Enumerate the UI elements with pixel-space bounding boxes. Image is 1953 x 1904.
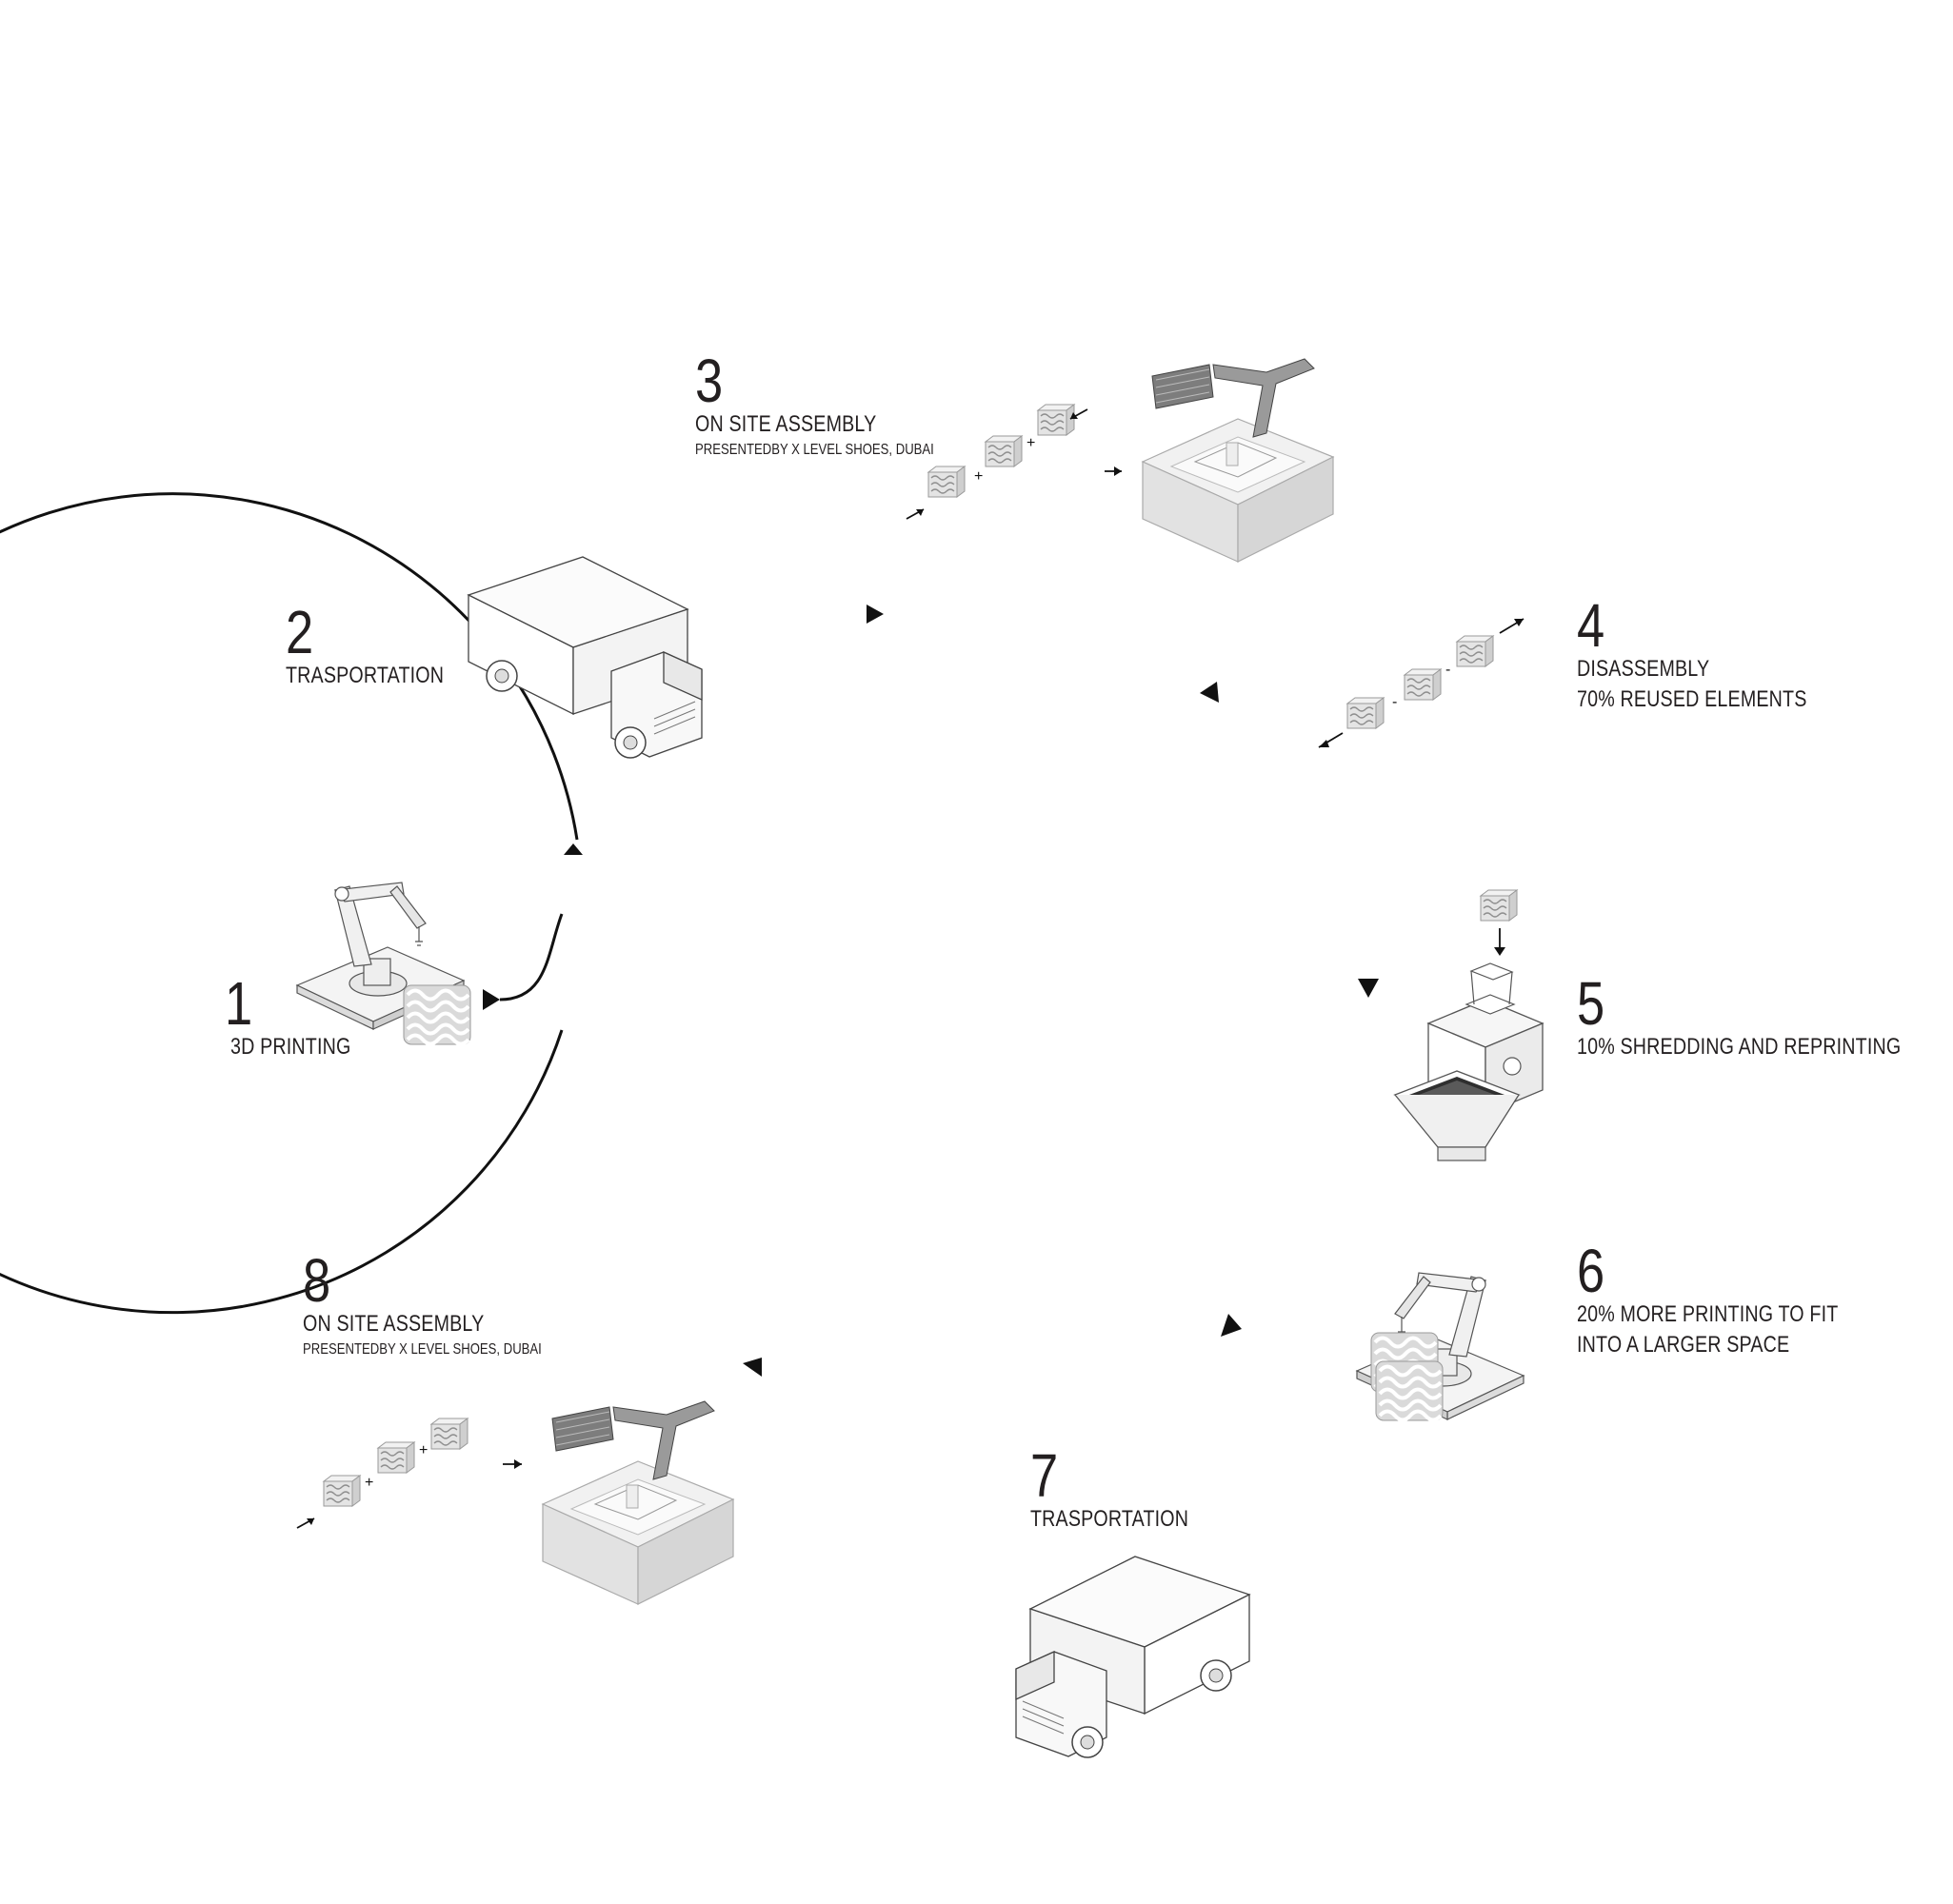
arrow-icon [1114, 466, 1122, 476]
module-icon [927, 466, 966, 498]
module-icon [1480, 889, 1518, 922]
step-number: 6 [1577, 1237, 1605, 1305]
plus-operator: + [365, 1475, 373, 1491]
step-number: 7 [1030, 1441, 1059, 1510]
arrow-head [867, 605, 884, 624]
arrow-icon [1494, 947, 1505, 956]
step-title: 20% MORE PRINTING TO FIT [1577, 1301, 1839, 1327]
step-title: TRASPORTATION [1030, 1506, 1189, 1532]
pavilion-icon [1142, 358, 1334, 563]
step-6-illustration [1356, 1272, 1525, 1422]
arrow-head [1200, 682, 1219, 703]
truck-icon [468, 556, 703, 759]
step-5-label: 5 10% SHREDDING AND REPRINTING [1577, 969, 1953, 1062]
step-number: 2 [286, 598, 314, 666]
pavilion-icon [542, 1400, 734, 1605]
arrow-icon [1514, 619, 1524, 626]
step-subtitle: PRESENTEDBY X LEVEL SHOES, DUBAI [695, 442, 934, 458]
module-icon [430, 1418, 468, 1450]
step-title: 3D PRINTING [230, 1034, 351, 1060]
arrow-head [564, 843, 583, 855]
step-number: 3 [695, 347, 724, 415]
module-icon [1404, 668, 1442, 701]
shredder-icon [1394, 962, 1544, 1161]
step-subtitle: PRESENTEDBY X LEVEL SHOES, DUBAI [303, 1341, 542, 1358]
step-number: 8 [303, 1246, 331, 1315]
arrow-head [1358, 979, 1379, 998]
minus-operator: - [1392, 694, 1397, 710]
step-3-illustration: + + [906, 358, 1334, 563]
module-icon [1346, 697, 1385, 729]
arrow-icon [296, 1517, 315, 1529]
plus-operator: + [419, 1442, 428, 1458]
module-icon [985, 435, 1023, 467]
module-icon [1037, 404, 1075, 436]
step-5-illustration [1394, 889, 1544, 1161]
step-2-label: 2 TRASPORTATION [286, 598, 479, 691]
arrow-icon [906, 508, 925, 520]
step-1-label: 1 3D PRINTING [225, 969, 377, 1062]
step-title: TRASPORTATION [286, 663, 445, 688]
step-title: 10% SHREDDING AND REPRINTING [1577, 1034, 1902, 1060]
arrow-head [743, 1358, 762, 1377]
step-8-illustration: + + [296, 1400, 734, 1605]
step-4-label: 4 DISASSEMBLY 70% REUSED ELEMENTS [1577, 591, 1858, 715]
arrow-icon [514, 1459, 522, 1469]
module-icon [377, 1441, 415, 1474]
cycle-circle-arc [0, 492, 579, 1315]
cycle-arrowheads [483, 605, 1379, 1377]
cycle-entry-curve [499, 913, 564, 1002]
step-number: 4 [1577, 591, 1605, 660]
step-number: 5 [1577, 969, 1605, 1038]
truck-icon [1015, 1556, 1250, 1758]
step-6-label: 6 20% MORE PRINTING TO FIT INTO A LARGER… [1577, 1237, 1896, 1360]
step-number: 1 [225, 969, 253, 1038]
module-icon [323, 1475, 361, 1507]
module-icon [1456, 635, 1494, 667]
step-title-line-2: INTO A LARGER SPACE [1577, 1332, 1790, 1358]
printed-coral-icon [1374, 1359, 1445, 1422]
plus-operator: + [1026, 435, 1035, 451]
step-title: ON SITE ASSEMBLY [303, 1311, 485, 1337]
arrow-icon [1319, 740, 1329, 747]
step-4-illustration: - - [1318, 618, 1525, 748]
step-3-label: 3 ON SITE ASSEMBLY PRESENTEDBY X LEVEL S… [695, 347, 986, 461]
minus-operator: - [1445, 662, 1450, 678]
printed-coral-icon [402, 983, 472, 1046]
plus-operator: + [974, 468, 983, 485]
cycle-loop [0, 492, 1379, 1377]
step-title: DISASSEMBLY [1577, 656, 1710, 682]
arrow-head [1221, 1314, 1242, 1337]
step-title: ON SITE ASSEMBLY [695, 411, 877, 437]
step-8-label: 8 ON SITE ASSEMBLY PRESENTEDBY X LEVEL S… [303, 1246, 594, 1360]
arrow-head [483, 989, 500, 1010]
step-title-line-2: 70% REUSED ELEMENTS [1577, 686, 1807, 712]
step-7-label: 7 TRASPORTATION [1030, 1441, 1224, 1535]
